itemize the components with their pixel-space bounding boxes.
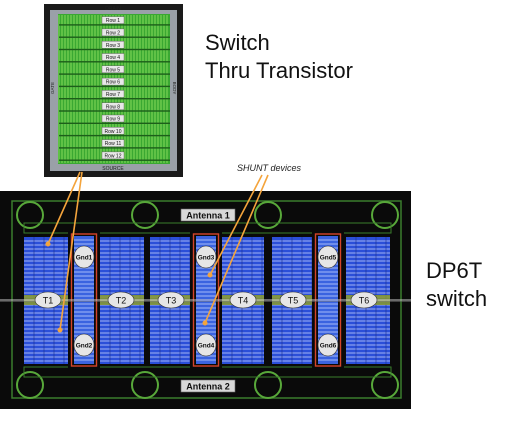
ground-via-ring	[16, 201, 44, 229]
row-label-box	[101, 114, 125, 123]
row-label-box	[101, 102, 125, 110]
transistor-layout: Row 1 Row 2 Row 3 Row 4 Row 5 Row 6 Row 7 Row 8…	[44, 4, 183, 177]
thru-label: T5	[288, 296, 299, 306]
row-label-box	[101, 127, 125, 135]
row-label: Row 9	[106, 117, 120, 123]
switch-label-line1: Switch	[205, 30, 270, 55]
pointer-dot	[202, 320, 208, 326]
row-divider	[59, 110, 170, 112]
antenna1-label: Antenna 1	[186, 211, 230, 221]
pointer-shunt-top	[209, 174, 263, 276]
thru-label: T2	[116, 296, 127, 306]
row-divider	[59, 98, 170, 100]
row-label: Row 12	[105, 154, 122, 160]
ground-via-ring	[371, 371, 399, 399]
row-label: Row 1	[106, 18, 120, 24]
shunt-label: Gnd4	[198, 343, 215, 350]
row-label-box	[101, 90, 125, 98]
switch-label-line2: Thru Transistor	[205, 58, 353, 83]
shunt-label: Gnd5	[320, 255, 337, 262]
pointer-thru-bottom	[59, 171, 83, 331]
row-label: Row 6	[106, 80, 120, 86]
row-divider	[59, 122, 170, 124]
row-label: Row 4	[106, 55, 120, 61]
pointer-dot	[45, 241, 51, 247]
thru-label-oval	[157, 291, 185, 309]
thru-label: T1	[43, 296, 54, 306]
row-label: Row 11	[105, 141, 122, 147]
thru-label: T4	[238, 296, 249, 306]
thru-label-oval	[34, 291, 62, 309]
transistor-drain-label: DRAIN	[105, 6, 121, 12]
row-divider	[59, 73, 170, 75]
shunt-devices-label: SHUNT devices	[237, 163, 302, 173]
ground-via-ring	[16, 371, 44, 399]
ground-vias	[16, 201, 399, 399]
row-label: Row 2	[106, 31, 120, 37]
row-label-box	[101, 65, 125, 74]
pointer-shunt-bottom	[204, 174, 269, 324]
pointer-thru-top	[47, 171, 81, 245]
row-label: Row 10	[105, 129, 122, 135]
pointer-dots	[45, 241, 213, 333]
row-label-box	[101, 139, 125, 147]
row-divider	[59, 24, 170, 26]
row-label-box	[101, 77, 125, 86]
transistor-source-label: SOURCE	[102, 166, 124, 172]
shunt-label-oval	[317, 333, 339, 357]
shunt-label-oval	[195, 245, 217, 269]
dp6t-label-line1: DP6T	[426, 258, 483, 283]
row-divider	[59, 48, 170, 51]
row-label-box	[101, 53, 125, 61]
thru-label: T3	[166, 296, 177, 306]
row-label: Row 8	[106, 104, 120, 110]
transistor-gate-label: GATE	[50, 82, 55, 94]
antenna2-label: Antenna 2	[186, 382, 230, 392]
shunt-label: Gnd2	[76, 343, 93, 350]
thru-label-oval	[279, 291, 307, 309]
thru-label-oval	[350, 291, 378, 309]
row-divider	[59, 36, 170, 38]
row-divider	[59, 85, 170, 88]
shunt-label-oval	[317, 245, 339, 269]
row-label: Row 3	[106, 43, 120, 49]
ground-via-ring	[131, 371, 159, 399]
shunt-label-oval	[73, 333, 95, 357]
thru-label-oval	[229, 291, 257, 309]
thru-label-oval	[107, 291, 135, 309]
pointer-dot	[207, 272, 213, 278]
row-divider	[59, 134, 170, 137]
ground-via-ring	[254, 201, 282, 229]
row-divider	[59, 147, 170, 149]
finger-stripes	[58, 15, 168, 163]
row-labels: Row 1 Row 2 Row 3 Row 4 Row 5 Row 6 Row 7 Row 8…	[59, 16, 170, 161]
thru-label: T6	[359, 296, 370, 306]
ground-via-ring	[131, 201, 159, 229]
row-label-box	[101, 151, 125, 160]
thru-labels: T1 T2 T3 T4 T5 T6	[34, 291, 378, 309]
ground-via-ring	[371, 201, 399, 229]
pointer-dot	[57, 327, 63, 333]
shunt-label-oval	[73, 245, 95, 269]
antenna1-label-box	[180, 208, 236, 222]
row-label-box	[101, 41, 125, 49]
shunt-label: Gnd1	[76, 255, 93, 262]
dp6t-label-line2: switch	[426, 286, 488, 311]
shunt-label-oval	[195, 333, 217, 357]
shunt-label: Gnd3	[198, 255, 215, 262]
transistor-body-label: BODY	[172, 82, 177, 95]
pointer-lines	[47, 171, 269, 331]
row-label-box	[101, 16, 125, 24]
row-label: Row 5	[106, 67, 120, 73]
shunt-label: Gnd6	[320, 343, 337, 350]
antenna2-label-box	[180, 379, 236, 393]
row-label-box	[101, 28, 125, 37]
row-divider	[59, 159, 170, 161]
ground-via-ring	[254, 371, 282, 399]
row-label: Row 7	[106, 92, 120, 98]
row-divider	[59, 61, 170, 63]
